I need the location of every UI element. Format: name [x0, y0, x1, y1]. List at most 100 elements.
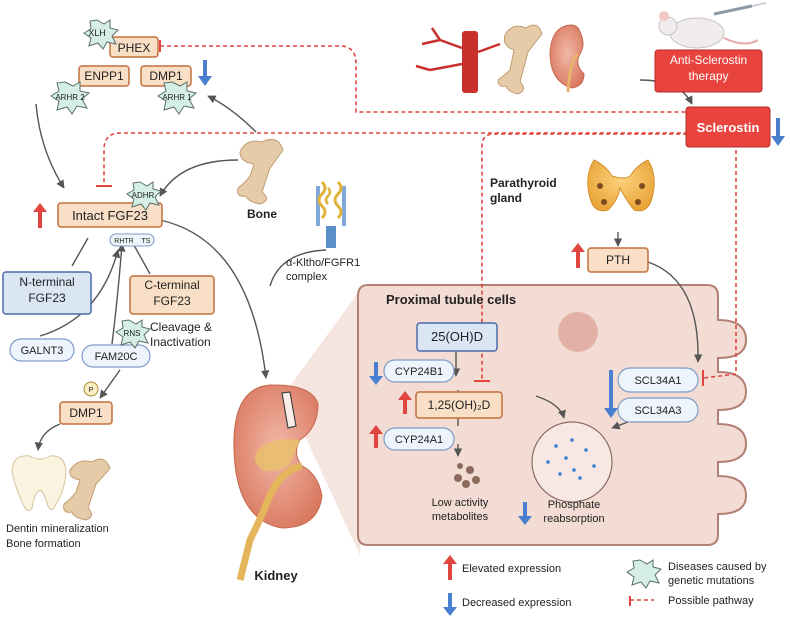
up-arrow-calcitriol-icon — [398, 391, 412, 414]
down-arrow-scl34-icon — [604, 370, 618, 418]
rns-label: RNS — [124, 329, 141, 338]
path-sclerostin-calcitriol — [481, 133, 694, 380]
phosphate-circle — [83, 381, 99, 397]
metabolite-dots-icon — [454, 463, 480, 488]
pth-box — [587, 247, 649, 273]
mutation-stars — [50, 19, 662, 589]
legend-diseases-fo: Diseases caused by genetic mutations — [668, 561, 767, 587]
xlh-star-icon — [83, 19, 119, 50]
legend-elevated-label: Elevated expression — [462, 563, 561, 575]
dmp1-bottom-box — [59, 401, 113, 425]
scl34a1-label: SCL34A1 — [634, 375, 681, 387]
phosphate-vesicle-icon — [531, 421, 613, 503]
down-arrow-phosphate-icon — [518, 502, 532, 525]
bone-icon-center — [237, 138, 284, 205]
kidney-icon-top — [549, 24, 585, 93]
path-sclerostin-scl34a1 — [703, 150, 737, 379]
down-arrow-cyp24b1-icon — [369, 362, 383, 385]
legend-decreased-label: Decreased expression — [462, 597, 571, 609]
path-sclerostin-fgf23 — [103, 132, 688, 186]
klotho-receptor-icon — [316, 180, 346, 248]
anti-sclerostin-fo: Anti-Sclerostin therapy — [670, 53, 747, 83]
phosphate-label: Phosphate reabsorption — [543, 499, 605, 525]
zoom-wedge — [285, 290, 360, 555]
scl34a3-pill — [617, 397, 699, 423]
cyp24a1-pill — [383, 427, 455, 451]
phosphate-fo: Phosphate reabsorption — [543, 499, 605, 525]
mouse-icon — [658, 2, 767, 49]
calcitriol-box — [415, 391, 503, 419]
bone-formation-label: Bone formation — [6, 538, 81, 550]
expression-arrows — [33, 60, 785, 616]
parathyroid-label: Parathyroid gland — [490, 176, 557, 205]
arhr1-star-icon — [157, 81, 198, 115]
fam20c-pill — [81, 344, 151, 368]
sclerostin-box — [685, 106, 771, 148]
n-terminal-label: N-terminal FGF23 — [19, 275, 75, 305]
bone-label: Bone — [247, 207, 277, 221]
klotho-label: α-Kltho/FGFR1 complex — [286, 257, 361, 283]
enpp1-label: ENPP1 — [84, 69, 124, 83]
connector-lines — [34, 40, 737, 457]
ohd-label: 25(OH)D — [431, 329, 483, 344]
up-arrow-cyp24a1-icon — [369, 425, 383, 448]
legend-possible-label: Possible pathway — [668, 595, 754, 607]
scl34a1-pill — [617, 367, 699, 393]
cyp24b1-label: CYP24B1 — [395, 366, 443, 378]
cleavage-fo: Cleavage & Inactivation — [150, 320, 213, 349]
up-arrow-fgf23-icon — [33, 203, 47, 228]
c-terminal-fo: C-terminal FGF23 — [144, 278, 200, 308]
p-label: P — [89, 387, 94, 394]
c-terminal-box — [129, 275, 215, 315]
cyp24b1-pill — [383, 359, 455, 383]
text-labels: PHEX XLH ENPP1 DMP1 ARHR 2 ARHR 1 Bone A… — [6, 28, 767, 609]
ohd-box — [416, 322, 498, 352]
anti-sclerostin-box — [654, 49, 763, 93]
path-phex-sclerostin — [160, 45, 688, 113]
low-activity-fo: Low activity metabolites — [432, 497, 489, 523]
galnt3-pill — [9, 338, 75, 362]
legend-down-arrow-icon — [443, 593, 457, 616]
n-terminal-box — [2, 271, 92, 315]
legend-diseases-label: Diseases caused by genetic mutations — [668, 561, 767, 587]
dentin-label: Dentin mineralization — [6, 523, 109, 535]
arhr1-label: ARHR 1 — [162, 93, 192, 102]
cleavage-label: Cleavage & Inactivation — [150, 320, 213, 349]
phex-label: PHEX — [118, 41, 151, 55]
sclerostin-label: Sclerostin — [697, 120, 760, 135]
scl34a3-label: SCL34A3 — [634, 405, 681, 417]
fam20c-label: FAM20C — [95, 351, 138, 363]
down-arrow-sclerostin-icon — [771, 118, 785, 146]
c-terminal-label: C-terminal FGF23 — [144, 278, 200, 308]
rhtr-label: RHTR — [114, 238, 133, 245]
cyp24a1-label: CYP24A1 — [395, 434, 443, 446]
tooth-icon — [11, 455, 67, 512]
xlh-label: XLH — [88, 28, 106, 38]
down-arrow-dmp1-icon — [198, 60, 212, 86]
intact-fgf23-label: Intact FGF23 — [72, 208, 148, 223]
rhtr-ts-pill — [109, 233, 155, 247]
enpp1-box — [78, 65, 130, 87]
intact-fgf23-box — [57, 202, 163, 228]
blood-vessel-icon — [415, 27, 501, 93]
nucleus — [558, 312, 598, 352]
rns-star-icon — [115, 319, 151, 349]
legend-dashed-icon — [629, 596, 654, 606]
ts-label: TS — [142, 238, 151, 245]
phex-box — [109, 36, 159, 58]
bone-icon-top — [497, 24, 543, 95]
klotho-fo: α-Kltho/FGFR1 complex — [286, 257, 361, 283]
legend-star-icon — [626, 559, 662, 589]
arhr2-label: ARHR 2 — [55, 93, 85, 102]
parathyroid-fo: Parathyroid gland — [490, 176, 557, 205]
bone-icon-bottom — [63, 458, 111, 521]
adhr-label: ADHR — [132, 191, 155, 200]
parathyroid-icon — [587, 159, 655, 212]
adhr-star-icon — [126, 181, 162, 211]
calcitriol-label: 1,25(OH)₂D — [428, 398, 491, 412]
arhr2-star-icon — [50, 81, 91, 115]
dmp1-top-label: DMP1 — [149, 69, 183, 83]
dmp1-bottom-label: DMP1 — [69, 406, 103, 420]
